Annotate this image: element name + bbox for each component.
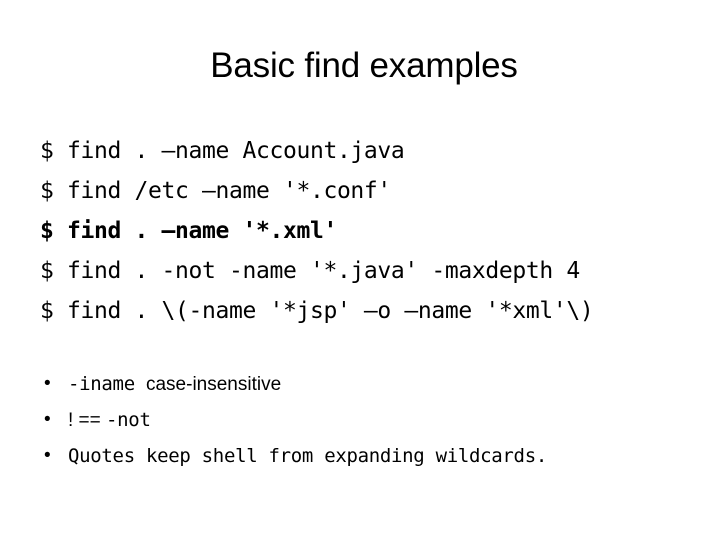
- bullet-icon: •: [44, 409, 51, 430]
- list-item-text: ! == -not: [68, 409, 151, 431]
- page-title: Basic find examples: [210, 46, 518, 85]
- code-line-4: $ find . -not -name '*.java' -maxdepth 4: [40, 258, 580, 284]
- notes-list: • -iname case-insensitive • ! == -not • …: [40, 366, 710, 474]
- list-item-text: -iname case-insensitive: [68, 373, 282, 395]
- code-line-1: $ find . –name Account.java: [40, 138, 405, 164]
- list-item: • ! == -not: [40, 402, 710, 438]
- code-line-3-highlighted: $ find . –name '*.xml': [40, 218, 337, 244]
- list-item: • -iname case-insensitive: [40, 366, 710, 402]
- code-line-5: $ find . \(-name '*jsp' –o –name '*xml'\…: [40, 298, 594, 324]
- bullet-icon: •: [44, 373, 51, 394]
- code-examples-block: $ find . –name Account.java $ find /etc …: [40, 131, 710, 331]
- code-line-2: $ find /etc –name '*.conf': [40, 178, 391, 204]
- list-item-sans-part: ! ==: [68, 410, 107, 431]
- list-item-text: Quotes keep shell from expanding wildcar…: [68, 445, 547, 467]
- list-item-sans-part: case-insensitive: [145, 374, 282, 395]
- list-item: • Quotes keep shell from expanding wildc…: [40, 438, 710, 474]
- list-item-mono-part: -iname: [68, 373, 146, 395]
- list-item-mono-part: Quotes keep shell from expanding wildcar…: [68, 445, 547, 467]
- list-item-mono-part: -not: [106, 409, 151, 431]
- bullet-icon: •: [44, 445, 51, 466]
